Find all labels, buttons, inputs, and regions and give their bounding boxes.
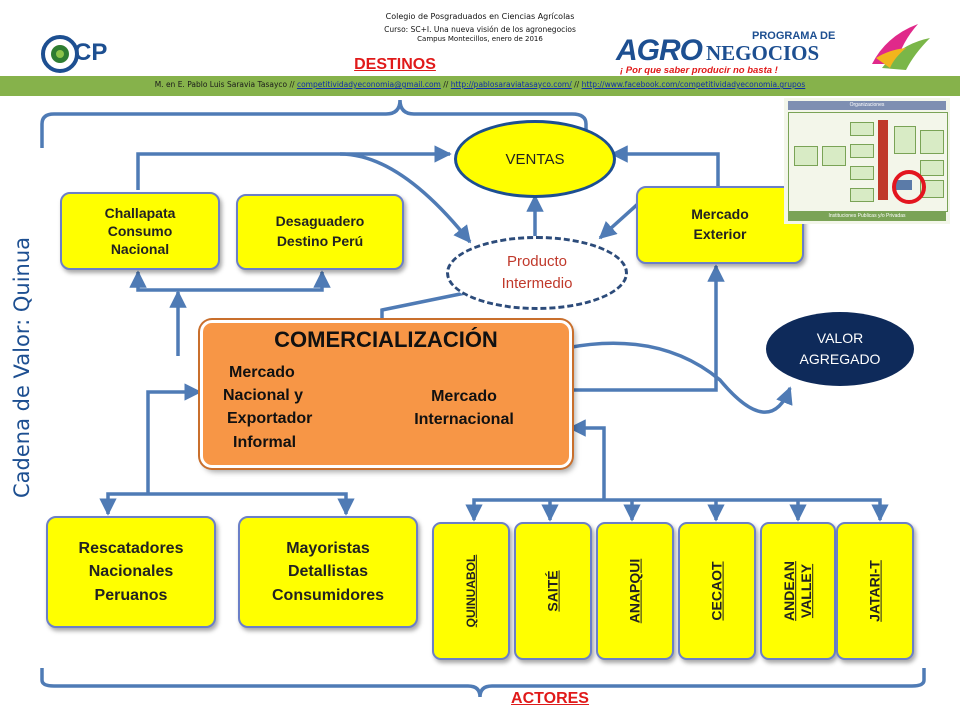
thumb-node — [894, 126, 916, 154]
mayoristas-box: Mayoristas Detallistas Consumidores — [238, 516, 418, 628]
agronegocios-logo: PROGRAMA DE AGRO NEGOCIOS ¡ Por que sabe… — [612, 28, 862, 76]
mercado-nacional-text: Mercado Nacional y Exportador Informal — [221, 361, 351, 454]
header-line-2: Curso: SC+I. Una nueva visión de los agr… — [384, 25, 576, 34]
header-line-3: Campus Montecillos, enero de 2016 — [417, 35, 543, 43]
actor-box-quinuabol: QUINUABOL — [432, 522, 510, 660]
actor-label: ANDEAN VALLEY — [781, 561, 815, 621]
valor-agregado-node: VALOR AGREGADO — [766, 312, 914, 386]
cp-logo-letters: CP — [74, 39, 108, 66]
desaguadero-line-1: Desaguadero — [275, 213, 365, 230]
rescatadores-line-2: Nacionales — [88, 563, 174, 581]
thumb-title: Organizaciones — [788, 101, 946, 110]
logo-negocios: NEGOCIOS — [706, 41, 820, 65]
side-title: Cadena de Valor: Quinua — [10, 236, 34, 498]
mercado-exterior-line-1: Mercado — [691, 206, 749, 223]
mercado-exterior-box: Mercado Exterior — [636, 186, 804, 264]
desaguadero-line-2: Destino Perú — [276, 233, 364, 249]
leaf-logo-icon — [866, 14, 936, 74]
header-line-1: Colegio de Posgraduados en Ciencias Agrí… — [385, 12, 575, 21]
mi-line-1: Mercado — [431, 388, 497, 405]
header-green-band — [0, 76, 960, 96]
destinos-title: DESTINOS — [354, 56, 436, 73]
ventas-label: VENTAS — [505, 150, 565, 168]
actor-label-line-1: ANDEAN — [781, 561, 798, 621]
mercado-exterior-line-2: Exterior — [693, 226, 747, 242]
thumb-node — [920, 160, 944, 176]
comercializacion-box: COMERCIALIZACIÓN Mercado Nacional y Expo… — [200, 320, 572, 468]
actores-title: ACTORES — [511, 690, 589, 707]
rescatadores-line-1: Rescatadores — [78, 540, 184, 558]
actor-label: SAITÉ — [544, 570, 561, 612]
thumb-node — [920, 130, 944, 154]
website-link[interactable]: http://pablosaraviatasayco.com/ — [450, 80, 572, 89]
mn-line-1: Mercado — [229, 364, 295, 381]
actor-box-cecaot: CECAOT — [678, 522, 756, 660]
logo-agro: AGRO — [616, 34, 703, 67]
actor-box-saite: SAITÉ — [514, 522, 592, 660]
mn-line-2: Nacional y — [223, 387, 304, 405]
rescatadores-line-3: Peruanos — [94, 586, 168, 604]
challapata-line-3: Nacional — [110, 241, 170, 258]
rescatadores-box: Rescatadores Nacionales Peruanos — [46, 516, 216, 628]
mercado-internacional-text: Mercado Internacional — [399, 385, 529, 431]
challapata-line-1: Challapata — [104, 204, 176, 221]
header-credits: M. en E. Pablo Luis Saravia Tasayco // c… — [0, 80, 960, 89]
separator: // — [443, 80, 449, 89]
thumb-node — [850, 166, 874, 180]
challapata-line-2: Consumo — [107, 222, 173, 239]
logo-programa-de: PROGRAMA DE — [752, 30, 836, 42]
thumb-footer: Instituciones Publicas y/o Privadas — [788, 212, 946, 221]
actor-label: JATARI-T — [866, 560, 883, 622]
valor-line-2: AGREGADO — [799, 351, 881, 367]
producto-line-2: Intermedio — [501, 275, 573, 292]
mayoristas-line-1: Mayoristas — [286, 540, 370, 558]
actor-label: CECAOT — [708, 561, 725, 621]
cp-logo: CP — [40, 34, 108, 74]
desaguadero-box: Desaguadero Destino Perú — [236, 194, 404, 270]
facebook-link[interactable]: http://www.facebook.com/competitividadye… — [581, 80, 806, 89]
actor-box-andean-valley: ANDEAN VALLEY — [760, 522, 836, 660]
thumb-red-bar — [878, 120, 888, 200]
mi-line-2: Internacional — [414, 411, 514, 429]
actor-box-anapqui: ANAPQUI — [596, 522, 674, 660]
separator: // — [289, 80, 295, 89]
valor-line-1: VALOR — [816, 330, 864, 346]
logo-tagline: ¡ Por que saber producir no basta ! — [620, 65, 778, 76]
mn-line-3: Exportador — [227, 410, 313, 428]
thumbnail-diagram: Organizaciones Instituciones Publicas y/… — [784, 98, 950, 224]
producto-line-1: Producto — [506, 253, 568, 271]
comercializacion-title: COMERCIALIZACIÓN — [274, 327, 498, 352]
thumb-node — [850, 122, 874, 136]
challapata-box: Challapata Consumo Nacional — [60, 192, 220, 270]
mayoristas-line-3: Consumidores — [271, 586, 384, 604]
mayoristas-line-2: Detallistas — [287, 563, 369, 581]
thumb-highlight-circle — [892, 170, 926, 204]
email-link[interactable]: competitividadyeconomia@gmail.com — [296, 80, 441, 89]
actor-label: ANAPQUI — [626, 558, 643, 624]
thumb-node — [822, 146, 846, 166]
actor-label: QUINUABOL — [463, 554, 478, 628]
thumb-node — [850, 188, 874, 202]
mn-line-4: Informal — [233, 433, 297, 451]
thumb-node — [850, 144, 874, 158]
ventas-node: VENTAS — [454, 120, 616, 198]
thumb-frame — [788, 112, 948, 212]
thumb-node — [794, 146, 818, 166]
separator: // — [574, 80, 580, 89]
producto-intermedio-node: Producto Intermedio — [446, 236, 628, 310]
actor-label-line-2: VALLEY — [798, 563, 814, 619]
actor-box-jatari: JATARI-T — [836, 522, 914, 660]
author-name: M. en E. Pablo Luis Saravia Tasayco — [154, 80, 288, 89]
